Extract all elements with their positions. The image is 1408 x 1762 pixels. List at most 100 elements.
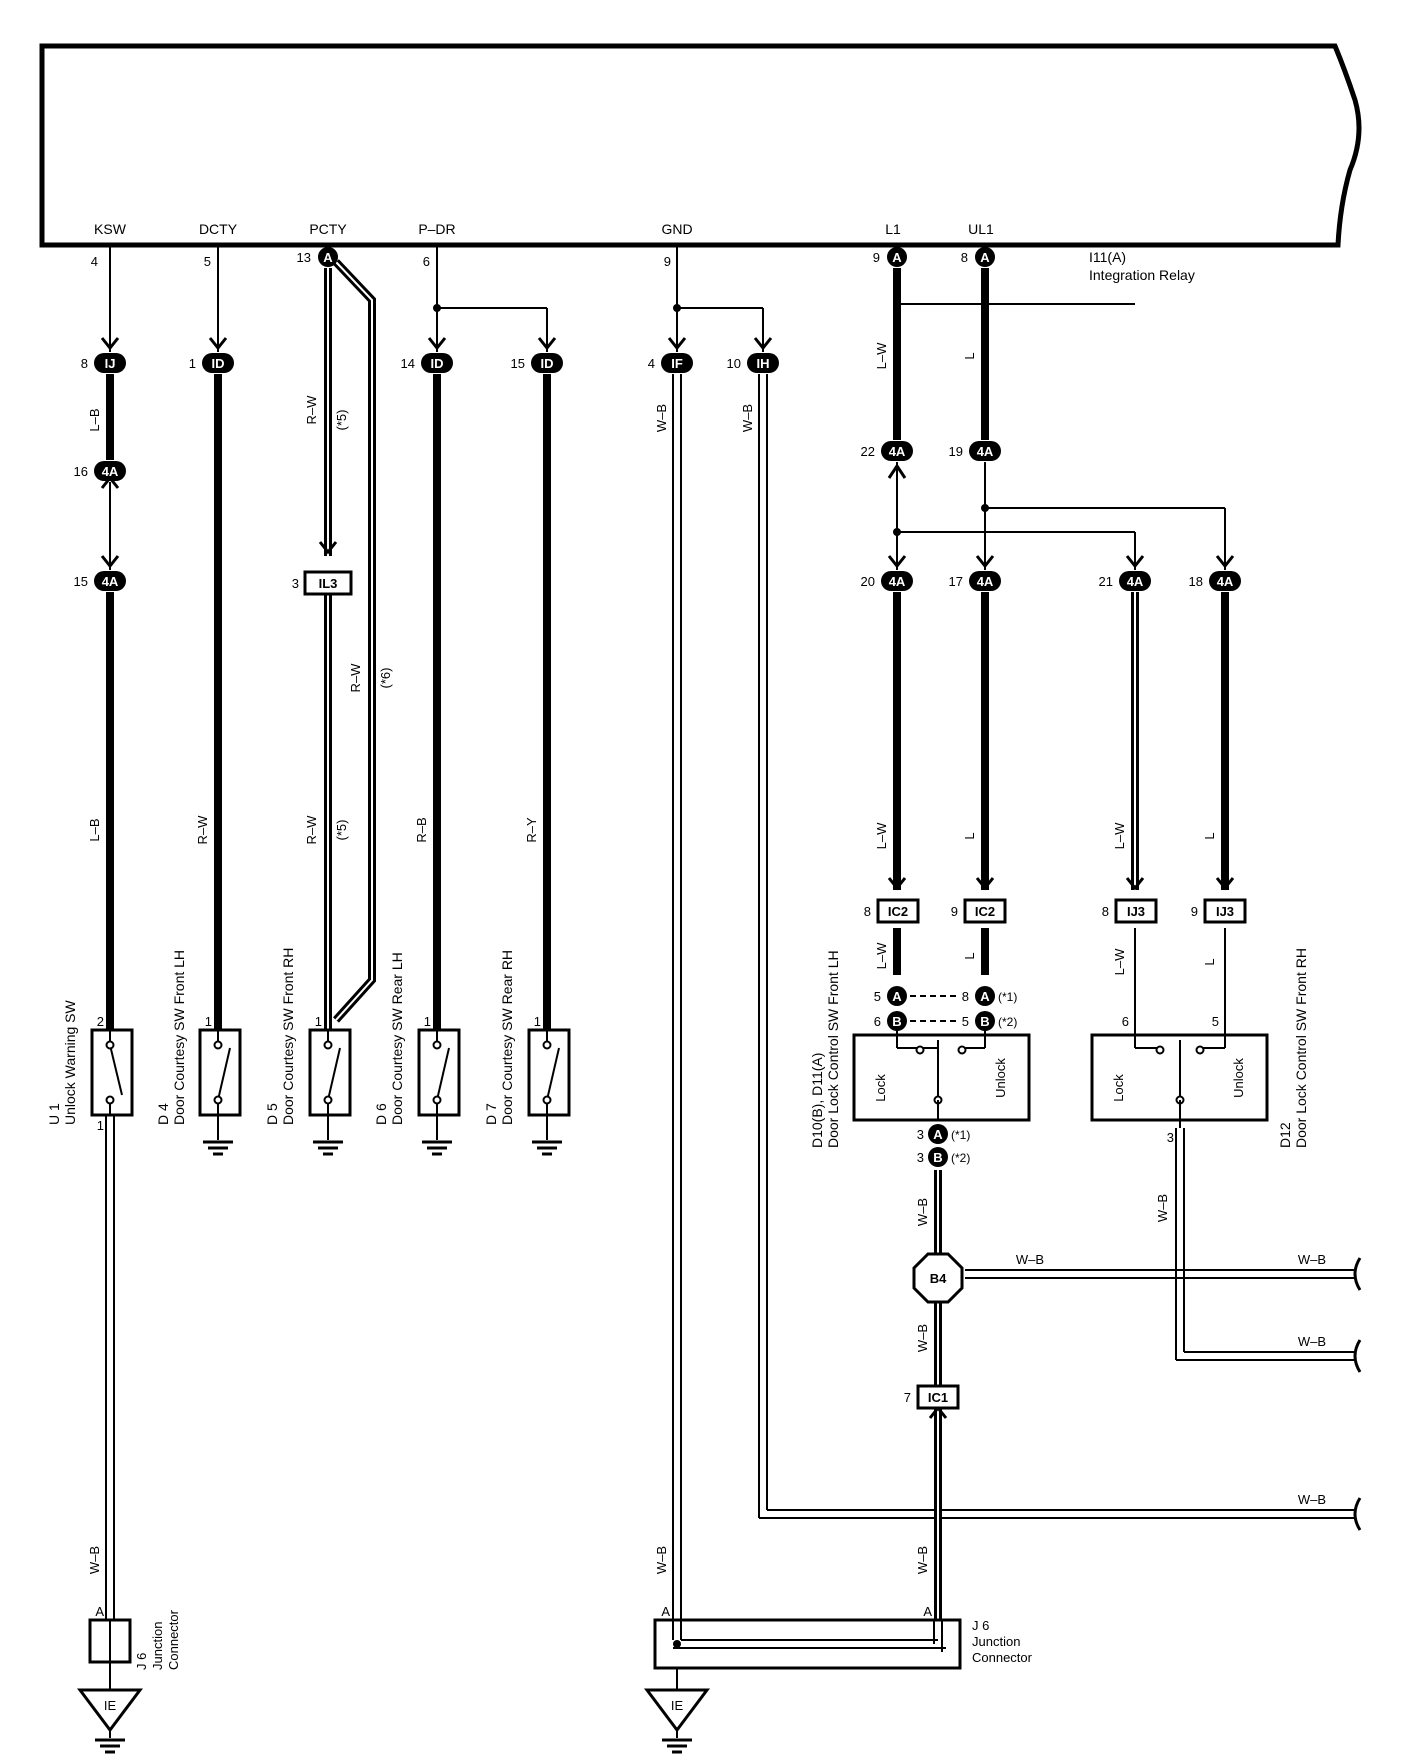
svg-text:L–B: L–B [87,408,102,431]
svg-text:W–B: W–B [915,1198,930,1226]
svg-text:L–W: L–W [1112,948,1127,975]
pin-pcty: 13 [297,250,311,265]
ground-right: IE [644,1688,710,1754]
svg-text:Door Courtesy SW Front RH: Door Courtesy SW Front RH [280,948,296,1125]
pin-l1: 9 [873,250,880,265]
svg-text:Unlock: Unlock [993,1058,1008,1098]
svg-text:W–B: W–B [654,404,669,432]
terminal-l1: L1 [885,221,901,237]
badge-4a-22-pin: 22 [861,444,875,459]
integration-relay [39,43,1362,248]
door-lock-control-rh: Lock Unlock 6 5 3 D12 Door Lock Control … [1090,948,1309,1148]
svg-text:B4: B4 [930,1271,947,1286]
badge-4a-21-pin: 21 [1099,574,1113,589]
badge-4a-20-pin: 20 [861,574,875,589]
svg-text:D10(B), D11(A): D10(B), D11(A) [809,1053,825,1148]
svg-text:A: A [661,1604,670,1619]
switch-labels: U 1 Unlock Warning SW D 4 Door Courtesy … [46,948,515,1125]
junction-connector-left: A J 6 Junction Connector [88,1604,181,1670]
svg-text:L: L [1202,832,1217,839]
svg-text:L: L [962,352,977,359]
svg-text:B: B [980,1014,989,1029]
badge-ih-pin: 10 [727,356,741,371]
badge-id-14-pin: 14 [401,356,415,371]
ground-left: IE [77,1688,143,1754]
svg-text:(*5): (*5) [334,410,349,431]
junction-connector-right: A A J 6 Junction Connector [653,1604,1033,1670]
wires [105,245,1355,1690]
box-il3-pin: 3 [292,576,299,591]
svg-text:5: 5 [874,989,881,1004]
badge-if-pin: 4 [648,356,655,371]
svg-text:Lock: Lock [873,1074,888,1102]
svg-text:A: A [980,989,990,1004]
svg-text:(*2): (*2) [951,1151,970,1165]
badge-id-1: ID [212,356,225,371]
svg-text:D 5: D 5 [264,1103,280,1125]
wire-breaks [1353,1257,1362,1531]
svg-text:J 6: J 6 [972,1618,989,1633]
badge-ij-pin: 8 [81,356,88,371]
box-ic2-8-pin: 8 [864,904,871,919]
svg-text:W–B: W–B [915,1546,930,1574]
svg-text:Door Courtesy SW Front LH: Door Courtesy SW Front LH [171,950,187,1125]
svg-text:A: A [923,1604,932,1619]
box-ij3-8-pin: 8 [1102,904,1109,919]
switch-grounds [201,1140,564,1156]
svg-text:L: L [1202,958,1217,965]
svg-text:Junction: Junction [150,1622,165,1670]
svg-text:Lock: Lock [1111,1074,1126,1102]
pin-ul1: 8 [961,250,968,265]
svg-text:W–B: W–B [1298,1492,1326,1507]
badge-4a-17-pin: 17 [949,574,963,589]
svg-text:5: 5 [1212,1014,1219,1029]
badge-4a-15: 4A [102,574,119,589]
badge-4a-17: 4A [977,574,994,589]
terminal-dcty: DCTY [199,221,238,237]
badge-l1-a: A [892,250,902,265]
svg-text:L: L [962,952,977,959]
svg-text:L–W: L–W [874,342,889,369]
badge-4a-20: 4A [889,574,906,589]
svg-text:A: A [892,989,902,1004]
svg-text:R–W: R–W [195,815,210,845]
svg-text:J 6: J 6 [134,1653,149,1670]
terminal-pcty: PCTY [309,221,347,237]
pin-dcty: 5 [204,254,211,269]
svg-text:W–B: W–B [87,1546,102,1574]
svg-text:Door Courtesy SW Rear LH: Door Courtesy SW Rear LH [389,952,405,1125]
box-ic2-9: IC2 [975,904,995,919]
wire-color-labels: L–B L–B R–W R–W (*5) R–W (*6) R–W (*5) R… [87,342,1326,1574]
badge-4a-15-pin: 15 [74,574,88,589]
svg-text:R–W: R–W [304,815,319,845]
svg-text:Door Courtesy SW Rear RH: Door Courtesy SW Rear RH [499,950,515,1125]
badge-id-14: ID [431,356,444,371]
box-ic1: IC1 [928,1390,948,1405]
svg-text:L–W: L–W [1112,822,1127,849]
badge-if: IF [671,356,683,371]
svg-text:L–B: L–B [87,818,102,841]
badge-4a-22: 4A [889,444,906,459]
u1-pin-bottom: 1 [97,1118,104,1133]
svg-text:IE: IE [104,1698,117,1713]
box-ic2-8: IC2 [888,904,908,919]
door-switches [90,1028,571,1117]
badge-4a-19: 4A [977,444,994,459]
svg-text:D12: D12 [1277,1122,1293,1148]
badge-id-15: ID [541,356,554,371]
svg-text:B: B [933,1150,942,1165]
svg-text:Junction: Junction [972,1634,1020,1649]
svg-text:W–B: W–B [1016,1252,1044,1267]
svg-text:L–W: L–W [874,822,889,849]
svg-text:W–B: W–B [1155,1194,1170,1222]
relay-ref: I11(A) [1089,249,1126,265]
badge-ij: IJ [105,356,116,371]
svg-text:6: 6 [1122,1014,1129,1029]
svg-text:B: B [892,1014,901,1029]
d7-pin: 1 [534,1014,541,1029]
svg-text:8: 8 [962,989,969,1004]
terminal-gnd: GND [661,221,692,237]
badge-4a-16-pin: 16 [74,464,88,479]
svg-text:W–B: W–B [740,404,755,432]
svg-text:U 1: U 1 [46,1103,62,1125]
